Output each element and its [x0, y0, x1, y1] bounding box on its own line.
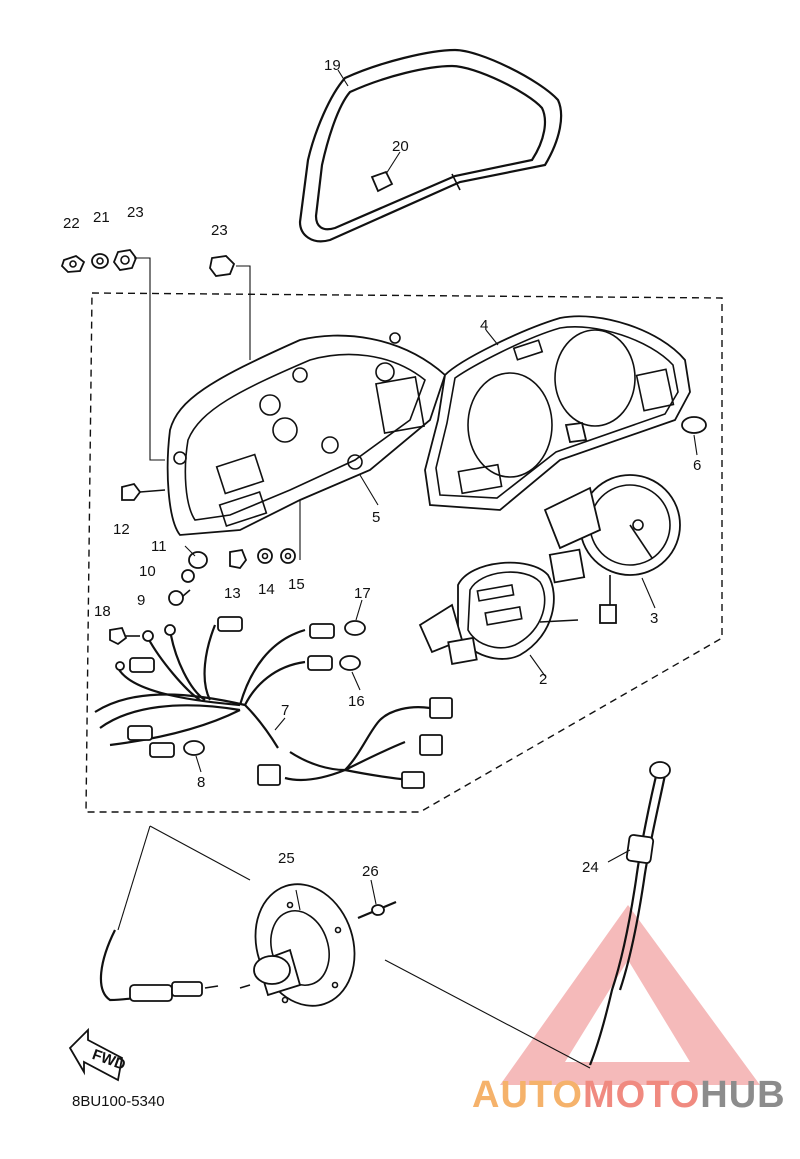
- callout-9: 9: [137, 592, 145, 609]
- callout-14: 14: [258, 581, 275, 598]
- grommet-23b: [209, 255, 236, 277]
- meter-cover-pad: [370, 170, 394, 193]
- bulb-17: [344, 620, 366, 636]
- callout-leaders: [184, 69, 698, 911]
- callout-15: 15: [288, 576, 305, 593]
- assembly-outline: [85, 292, 723, 813]
- wire-harness: [94, 624, 431, 782]
- callout-22: 22: [63, 215, 80, 232]
- callout-6: 6: [693, 457, 701, 474]
- grommet-23a: [112, 249, 138, 271]
- callout-26: 26: [362, 863, 379, 880]
- watermark-logo: AUTOMOTOHUB: [472, 1074, 786, 1117]
- washer-14: [257, 548, 273, 564]
- meter-cover: [298, 48, 563, 243]
- washer-21: [91, 253, 109, 269]
- collar-10: [181, 569, 195, 583]
- callout-11: 11: [151, 538, 167, 555]
- speedometer-cable-upper: [588, 761, 671, 1066]
- callout-20: 20: [392, 138, 409, 155]
- tachometer: [543, 474, 681, 624]
- gear-housing: [239, 883, 356, 1007]
- meter-face-panel: [424, 315, 691, 511]
- callout-2: 2: [539, 671, 547, 688]
- callout-19: 19: [324, 57, 341, 74]
- watermark-auto: AUTO: [472, 1074, 583, 1116]
- callout-7: 7: [281, 702, 289, 719]
- pin-26: [357, 900, 397, 920]
- callout-16: 16: [348, 693, 365, 710]
- callout-25: 25: [278, 850, 295, 867]
- callout-5: 5: [372, 509, 380, 526]
- callout-8: 8: [197, 774, 205, 791]
- callout-23a: 23: [127, 204, 144, 221]
- diagram-code: 8BU100-5340: [72, 1093, 165, 1110]
- grommet-13: [229, 548, 248, 569]
- callout-24: 24: [582, 859, 599, 876]
- watermark-hub: HUB: [700, 1074, 786, 1116]
- callout-13: 13: [224, 585, 241, 602]
- screw-18: [109, 626, 140, 646]
- bulb-8: [183, 740, 205, 756]
- forward-arrow: FWD: [68, 1027, 128, 1082]
- harness-connectors: [115, 616, 453, 789]
- watermark-moto: MOTO: [582, 1074, 701, 1116]
- callout-21: 21: [93, 209, 110, 226]
- grommet-11: [188, 551, 208, 569]
- callout-numbers: 19 20 22 21 23 23 4 5 6 12 11 10 9 13 14…: [63, 57, 701, 880]
- watermark-triangle: [500, 905, 760, 1085]
- nut-22: [60, 254, 86, 273]
- speedometer-cable-lower: [99, 929, 219, 1002]
- indicator-bulb: [564, 416, 707, 443]
- callout-10: 10: [139, 563, 156, 580]
- screw-9: [168, 589, 191, 606]
- callout-12: 12: [113, 521, 130, 538]
- bulb-16: [339, 655, 361, 671]
- callout-3: 3: [650, 610, 658, 627]
- speedometer: [418, 561, 579, 665]
- callout-18: 18: [94, 603, 111, 620]
- callout-4: 4: [480, 317, 488, 334]
- callout-17: 17: [354, 585, 371, 602]
- callout-23b: 23: [211, 222, 228, 239]
- meter-case: [166, 332, 447, 536]
- bolt-12: [121, 482, 166, 501]
- nut-15: [280, 548, 296, 564]
